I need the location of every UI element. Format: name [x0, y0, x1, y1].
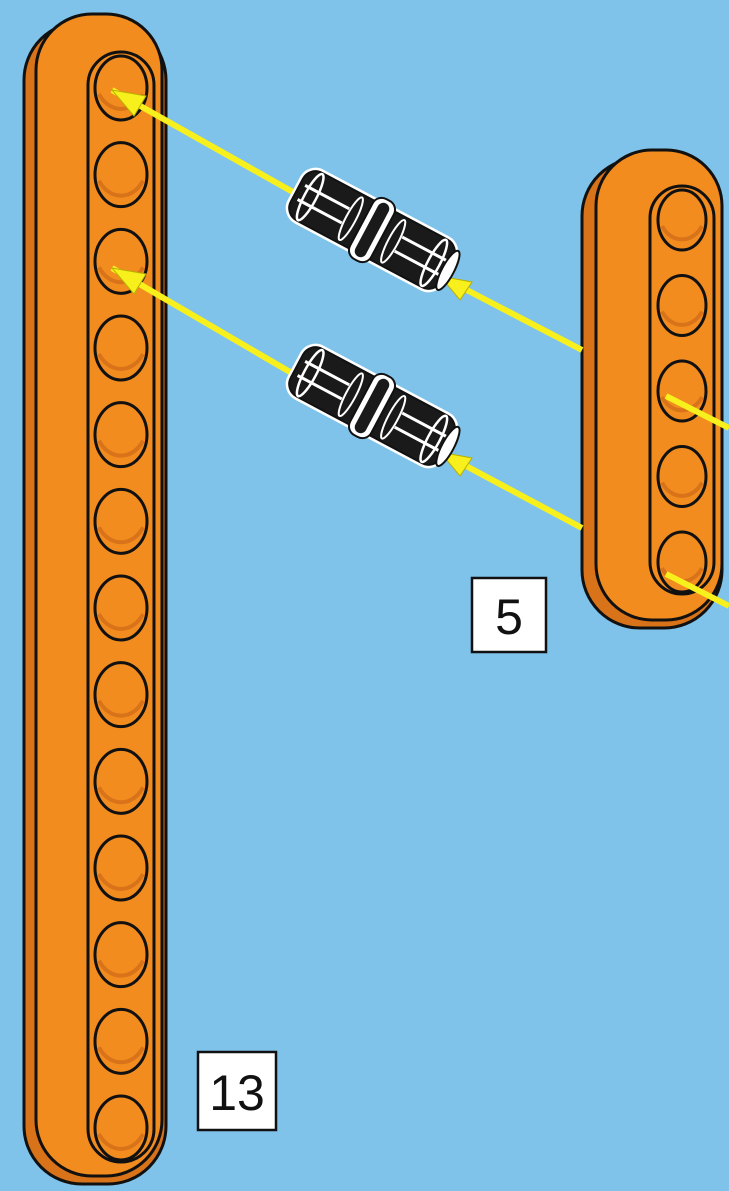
short-beam-count-label: 5	[472, 578, 546, 652]
connector-pin-lower	[281, 336, 469, 479]
short-beam	[582, 150, 722, 628]
long-beam-count-label: 13	[198, 1052, 276, 1130]
long-beam	[24, 14, 166, 1184]
short-beam-count-text: 5	[495, 589, 523, 645]
long-beam-count-text: 13	[209, 1065, 265, 1121]
connector-pin-upper	[281, 160, 469, 303]
